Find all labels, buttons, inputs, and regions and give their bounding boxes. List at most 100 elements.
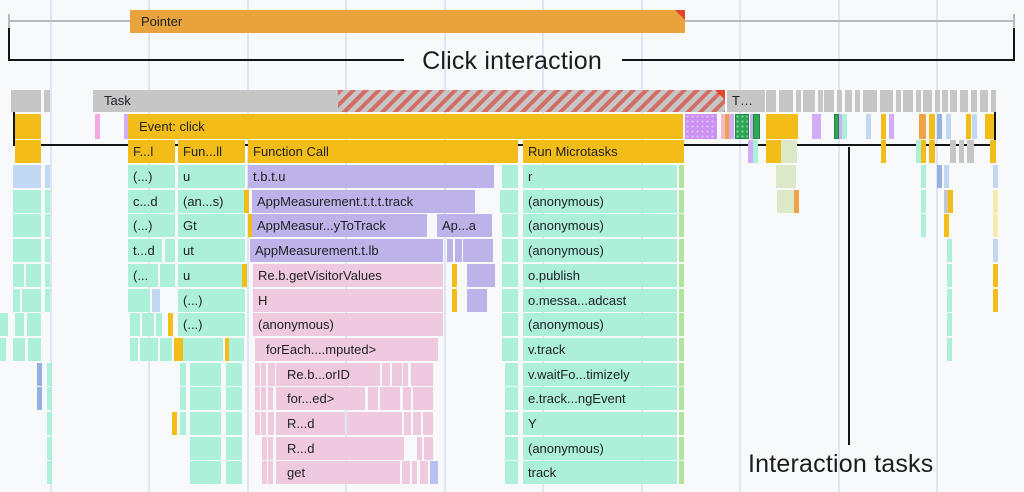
flame-bar[interactable]: [993, 190, 998, 213]
flame-bar[interactable]: [971, 90, 977, 112]
flame-bar-appmeasurement-t-t-t-track[interactable]: AppMeasurement.t.t.t.track: [252, 190, 475, 213]
flame-bar-appmeasurement-t-lb[interactable]: AppMeasurement.t.lb: [250, 239, 443, 262]
flame-bar[interactable]: [679, 338, 684, 361]
flame-bar-fun-ll[interactable]: Fun...ll: [178, 140, 245, 163]
flame-bar[interactable]: [776, 165, 796, 188]
flame-bar-task[interactable]: Task: [93, 90, 338, 112]
flame-bar[interactable]: [889, 114, 894, 139]
flame-bar[interactable]: [505, 412, 518, 435]
flame-bar[interactable]: [880, 90, 893, 112]
flame-bar[interactable]: [140, 338, 158, 361]
flame-bar[interactable]: [37, 363, 42, 386]
flame-bar-u[interactable]: u: [178, 264, 245, 287]
flame-bar[interactable]: [966, 114, 971, 139]
flame-bar-t-d[interactable]: t...d: [128, 239, 162, 262]
flame-bar[interactable]: [921, 190, 926, 213]
flame-bar[interactable]: [505, 437, 518, 460]
flame-bar[interactable]: [679, 165, 684, 188]
flame-bar[interactable]: [679, 412, 684, 435]
flame-bar[interactable]: [255, 387, 260, 410]
flame-bar[interactable]: [455, 239, 462, 262]
flame-bar[interactable]: [944, 165, 949, 188]
flame-bar[interactable]: [980, 90, 988, 112]
flame-bar[interactable]: [777, 190, 794, 213]
flame-bar[interactable]: [403, 363, 408, 386]
flame-bar[interactable]: [178, 338, 183, 361]
flame-bar[interactable]: [417, 437, 422, 460]
flame-bar-ut[interactable]: ut: [178, 239, 245, 262]
flame-bar[interactable]: [842, 114, 847, 139]
flame-bar-v-waitfo-timizely[interactable]: v.waitFo...timizely: [523, 363, 677, 386]
flame-bar[interactable]: [679, 289, 684, 312]
flame-bar-for-ed[interactable]: for...ed>: [276, 387, 365, 410]
flame-bar-re-b-orid[interactable]: Re.b...orID: [276, 363, 380, 386]
flame-bar[interactable]: [268, 412, 274, 435]
flame-bar[interactable]: [15, 313, 24, 336]
flame-bar[interactable]: [679, 313, 684, 336]
flame-bar[interactable]: [403, 387, 411, 410]
flame-bar[interactable]: [190, 437, 221, 460]
flame-bar[interactable]: [766, 90, 776, 112]
flame-bar-appmeasur-ytotrack[interactable]: AppMeasur...yToTrack: [252, 214, 427, 237]
flame-bar-c-d[interactable]: c...d: [128, 190, 175, 213]
flame-bar[interactable]: [255, 412, 260, 435]
flame-bar[interactable]: [412, 461, 417, 484]
flame-bar[interactable]: [679, 363, 684, 386]
flame-bar[interactable]: [834, 114, 839, 139]
flame-bar[interactable]: [796, 90, 801, 112]
flame-bar[interactable]: [226, 437, 242, 460]
flame-bar[interactable]: [679, 190, 684, 213]
flame-bar[interactable]: [262, 437, 267, 460]
flame-bar[interactable]: [13, 264, 24, 287]
flame-bar[interactable]: [921, 165, 926, 188]
flame-bar[interactable]: [226, 363, 242, 386]
flame-bar[interactable]: [37, 387, 42, 410]
flame-bar-e-track-ngevent[interactable]: e.track...ngEvent: [523, 387, 677, 410]
flame-bar[interactable]: [45, 289, 50, 312]
flame-bar-pointer[interactable]: Pointer: [130, 10, 685, 33]
flame-bar[interactable]: [430, 461, 438, 484]
flame-bar[interactable]: [225, 338, 230, 361]
flame-bar[interactable]: [679, 239, 684, 262]
flame-bar[interactable]: [679, 214, 684, 237]
flame-bar[interactable]: [268, 363, 275, 386]
flame-bar[interactable]: [942, 90, 948, 112]
flame-bar-r-d[interactable]: R...d: [276, 412, 345, 435]
flame-bar[interactable]: [152, 289, 160, 312]
flame-bar[interactable]: [729, 114, 734, 139]
flame-bar[interactable]: [156, 313, 162, 336]
interaction-tasks-annotation-label[interactable]: Interaction tasks: [748, 450, 934, 478]
flame-bar[interactable]: [13, 165, 41, 188]
flame-bar[interactable]: [950, 140, 956, 163]
flame-bar[interactable]: [502, 313, 518, 336]
flame-bar[interactable]: [881, 140, 886, 163]
flame-bar-[interactable]: (...: [128, 264, 158, 287]
flame-bar[interactable]: [248, 214, 253, 237]
flame-bar[interactable]: [47, 461, 52, 484]
flame-bar[interactable]: [921, 214, 926, 237]
flame-bar[interactable]: [812, 114, 817, 139]
flame-bar-r[interactable]: r: [523, 165, 677, 188]
flame-bar[interactable]: [165, 239, 175, 262]
flame-bar[interactable]: [13, 190, 41, 213]
flame-bar-[interactable]: (...): [178, 313, 245, 336]
flame-bar[interactable]: [174, 338, 179, 361]
flame-bar[interactable]: [13, 338, 25, 361]
flame-bar[interactable]: [190, 387, 221, 410]
flame-bar[interactable]: [837, 90, 842, 112]
flame-bar[interactable]: [855, 90, 860, 112]
flame-bar[interactable]: [45, 239, 50, 262]
flame-bar-gt[interactable]: Gt: [178, 214, 245, 237]
flame-bar[interactable]: [124, 114, 129, 139]
flame-bar[interactable]: [168, 313, 173, 336]
flame-bar-t[interactable]: T…: [727, 90, 765, 112]
flame-bar[interactable]: [929, 140, 935, 163]
flame-bar-ap-a[interactable]: Ap...a: [437, 214, 492, 237]
flame-bar[interactable]: [679, 387, 684, 410]
flame-bar[interactable]: [766, 140, 781, 163]
flame-bar[interactable]: [413, 412, 421, 435]
flame-bar[interactable]: [47, 437, 52, 460]
flame-bar-anonymous[interactable]: (anonymous): [523, 437, 677, 460]
flame-bar-an-s[interactable]: (an...s): [178, 190, 245, 213]
flame-bar[interactable]: [45, 165, 50, 188]
